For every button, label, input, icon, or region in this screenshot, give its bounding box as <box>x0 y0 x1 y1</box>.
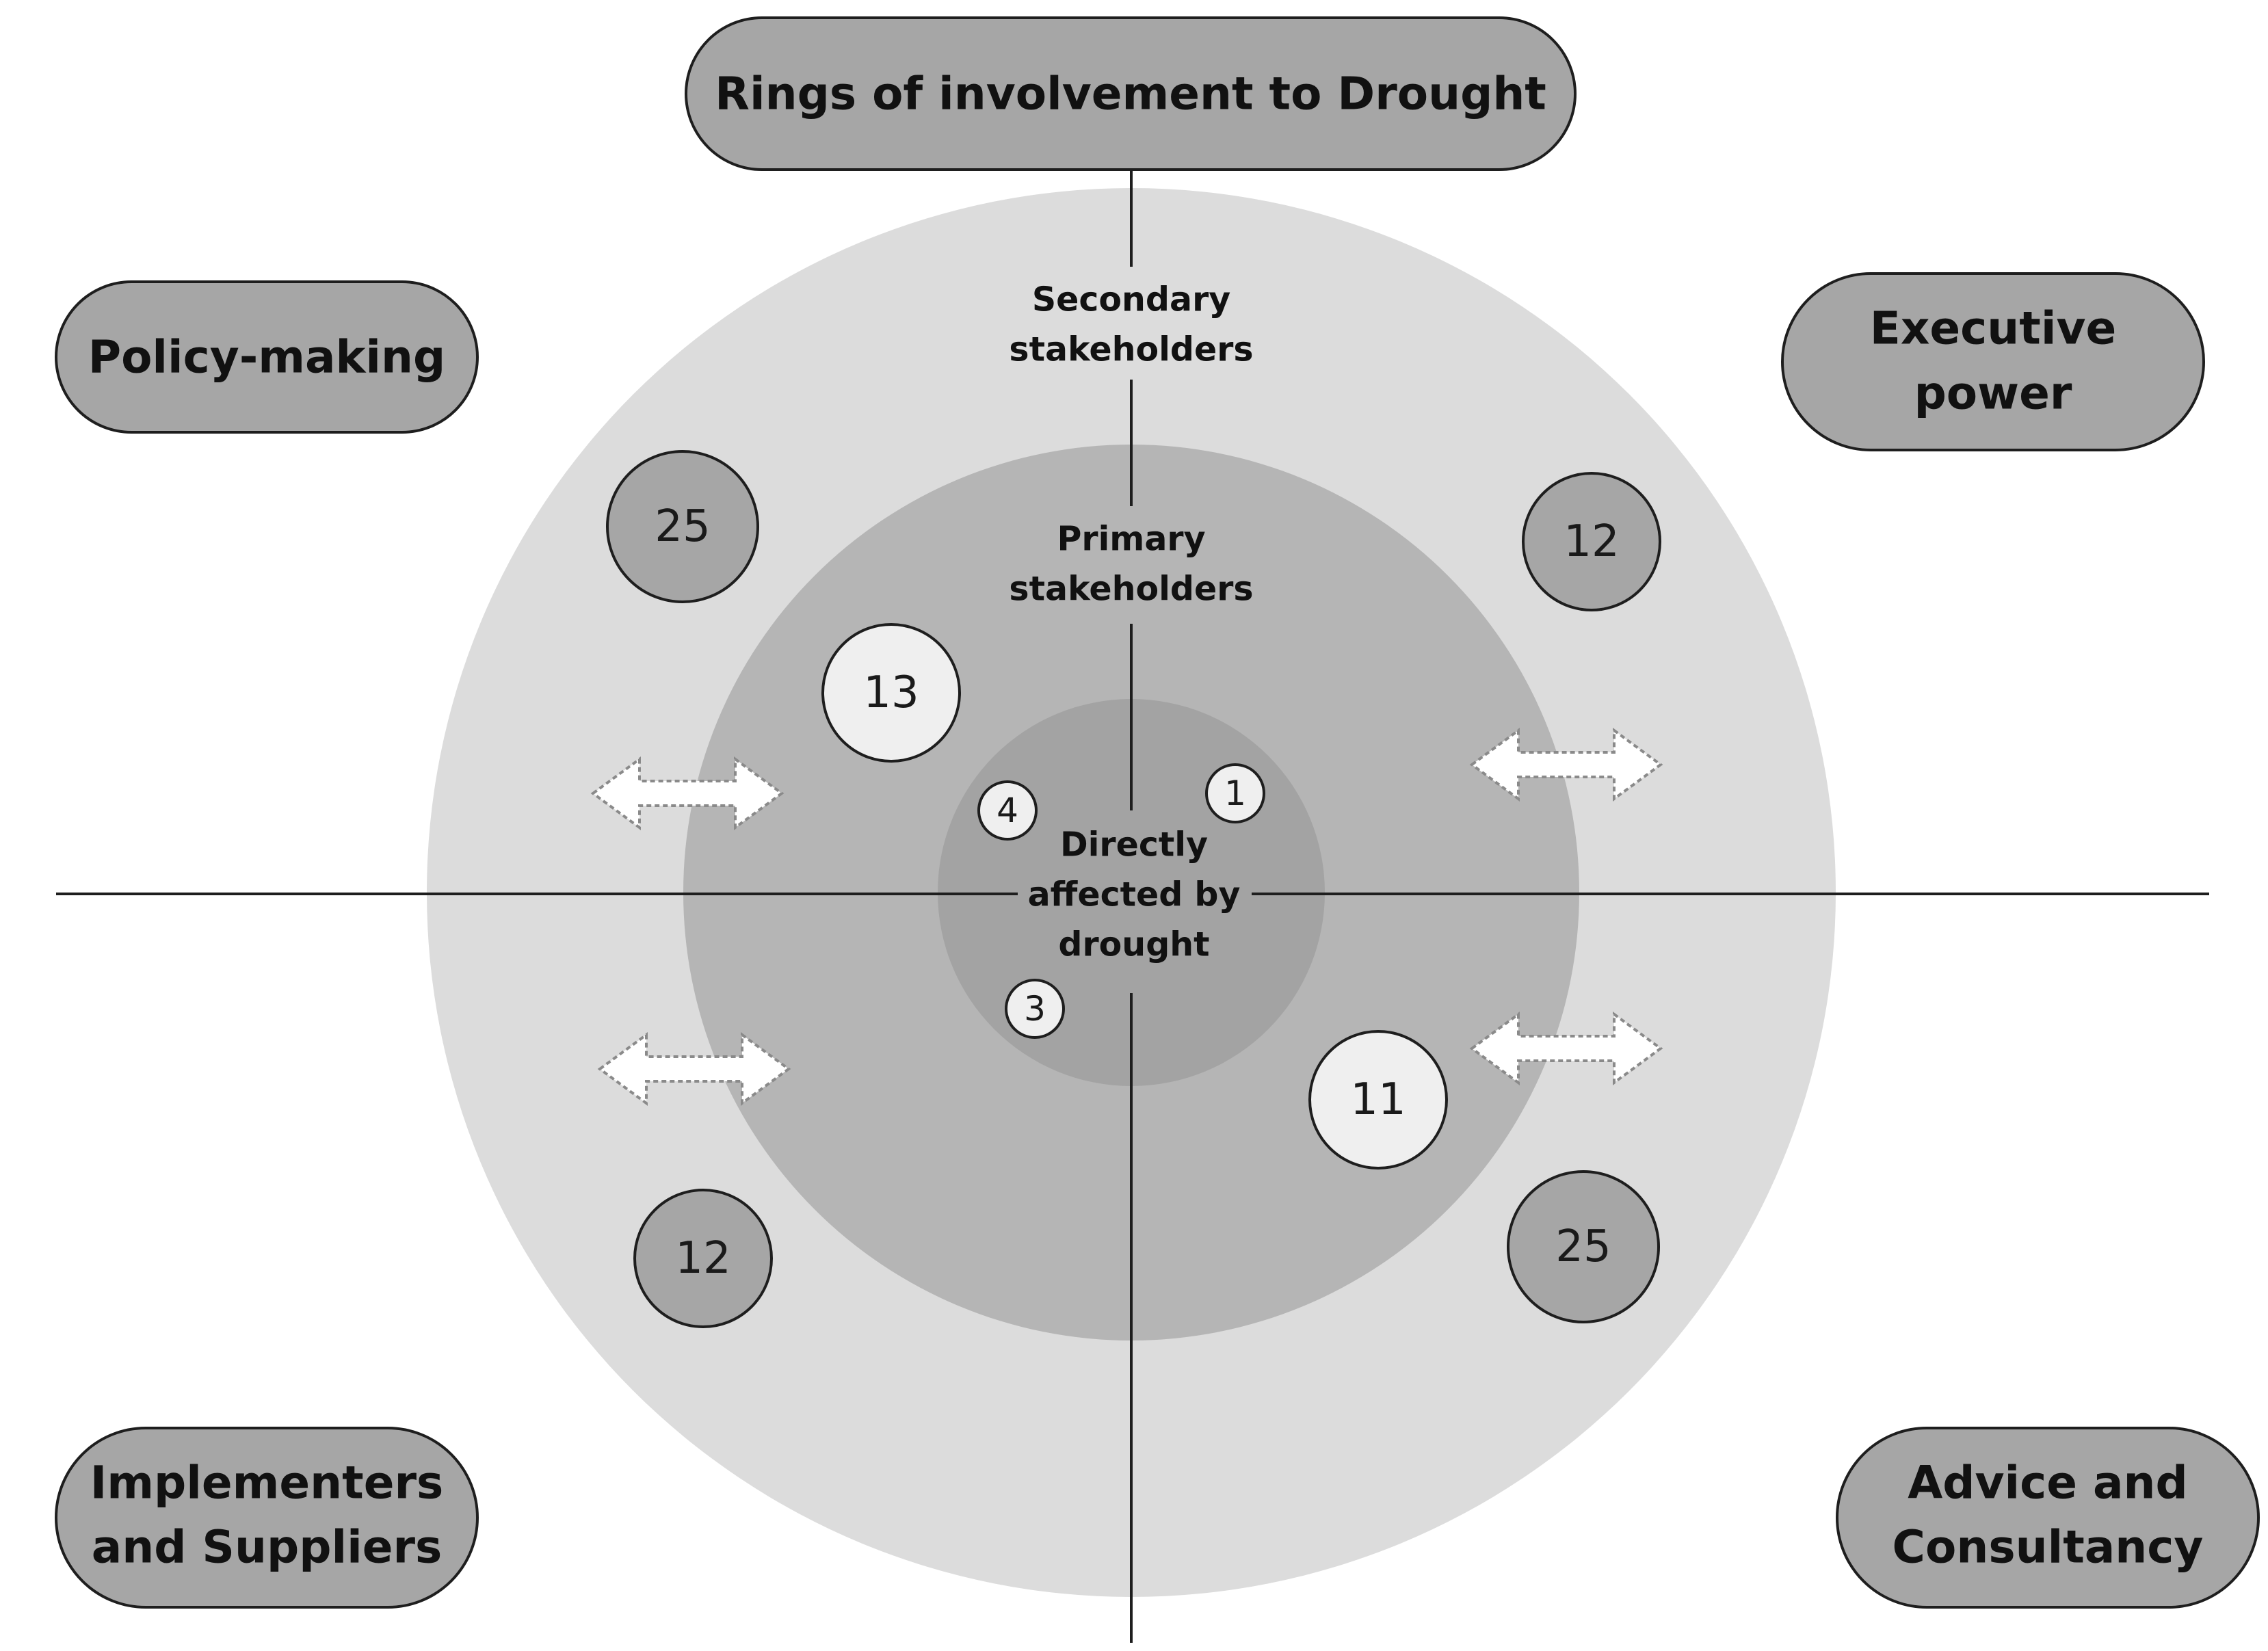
count-bubble <box>1005 979 1065 1039</box>
implementers-suppliers-label-line1: Implementers <box>90 1457 444 1509</box>
double-arrow-icon <box>597 1032 791 1106</box>
primary-stakeholders-label-line1: Primary <box>1057 520 1205 559</box>
double-arrow-icon <box>1469 728 1663 802</box>
directly-affected-label-line3: drought <box>1058 925 1209 964</box>
count-bubble <box>606 450 759 603</box>
executive-power-pill <box>1781 272 2205 451</box>
count-implementers-secondary: 12 <box>675 1233 730 1284</box>
directly-affected-label-line2: affected by <box>1028 875 1241 914</box>
advice-consultancy-label-line2: Consultancy <box>1893 1521 2204 1574</box>
count-bubble <box>1308 1030 1448 1170</box>
count-bubble <box>1205 763 1265 823</box>
count-policy-direct: 4 <box>997 791 1018 830</box>
count-bubble <box>821 623 961 763</box>
double-arrow-icon <box>590 756 784 830</box>
count-bubble <box>633 1189 773 1328</box>
count-bubble <box>1507 1170 1660 1323</box>
diagram-title: Rings of involvement to Drought <box>715 68 1546 120</box>
count-executive-secondary: 12 <box>1564 516 1619 567</box>
implementers-suppliers-label-line2: and Suppliers <box>92 1521 443 1574</box>
count-executive-direct: 1 <box>1224 774 1246 813</box>
title-pill <box>685 16 1577 171</box>
policy-making-pill <box>55 280 479 434</box>
secondary-stakeholders-label-line2: stakeholders <box>1009 330 1253 369</box>
primary-stakeholders-label-line2: stakeholders <box>1009 570 1253 609</box>
secondary-stakeholders-label-line1: Secondary <box>1032 280 1230 319</box>
executive-power-label-line2: power <box>1914 367 2072 420</box>
implementers-suppliers-pill <box>55 1427 479 1609</box>
count-policy-secondary: 25 <box>655 501 710 552</box>
count-implementers-direct: 3 <box>1024 989 1046 1029</box>
count-advice-secondary: 25 <box>1555 1221 1611 1272</box>
directly-affected-label-line1: Directly <box>1060 826 1208 864</box>
double-arrow-icon <box>1469 1012 1663 1085</box>
count-advice-primary: 11 <box>1350 1074 1406 1125</box>
advice-consultancy-label-line1: Advice and <box>1908 1457 2188 1509</box>
count-bubble <box>1522 472 1661 611</box>
executive-power-label-line1: Executive <box>1870 302 2117 355</box>
policy-making-label: Policy-making <box>88 331 446 384</box>
advice-consultancy-pill <box>1836 1427 2260 1609</box>
count-policy-primary: 13 <box>863 668 919 718</box>
count-bubble <box>977 780 1038 841</box>
